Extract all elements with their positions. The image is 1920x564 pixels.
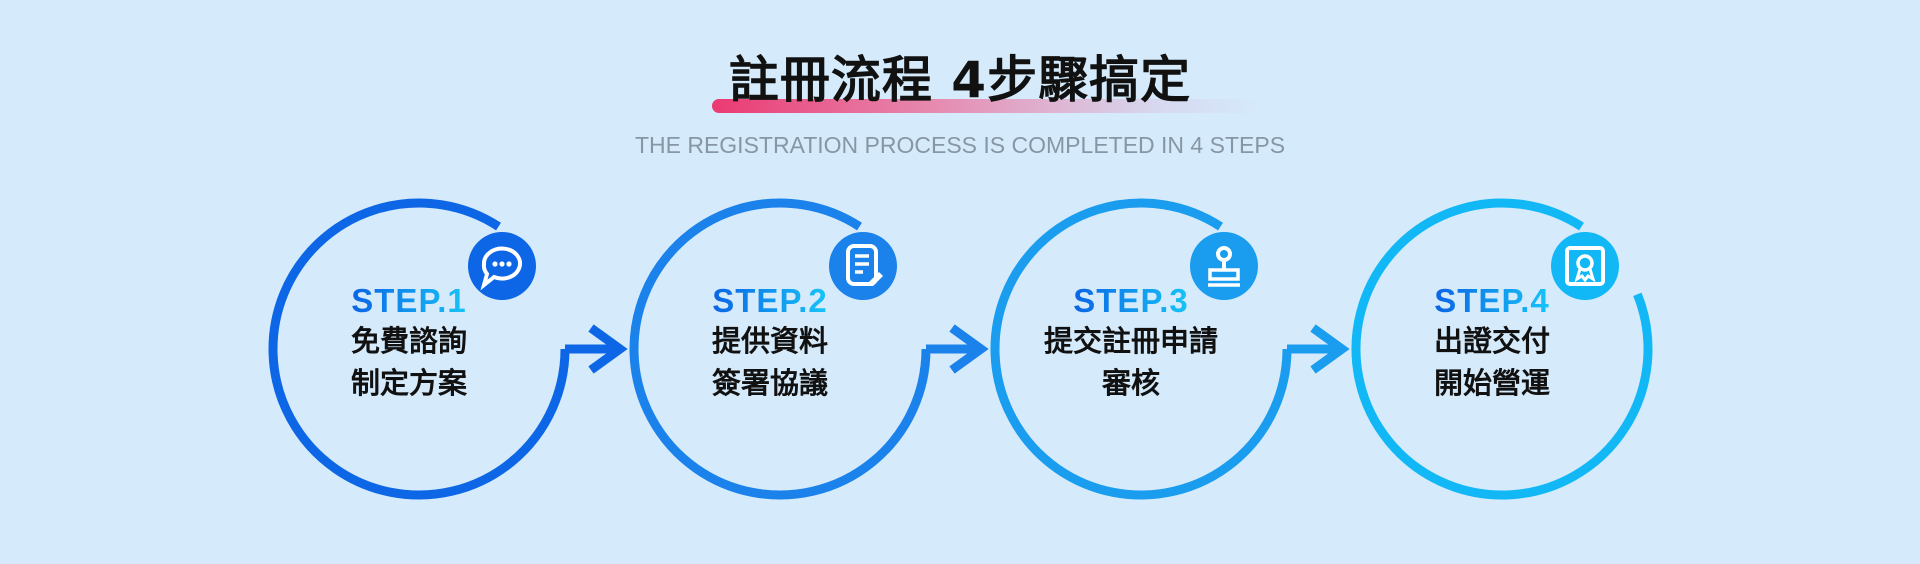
- step-label: STEP.1: [351, 282, 467, 319]
- chat-bubble-icon: [468, 232, 536, 300]
- step-4-graphic: [1351, 198, 1653, 500]
- step-description-line: 提供資料: [711, 324, 828, 358]
- step-2-graphic: [629, 198, 989, 500]
- step-description-line: 免費諮詢: [350, 324, 467, 358]
- step-2: STEP.2 提供資料簽署協議: [640, 282, 900, 404]
- stamp-icon: [1190, 232, 1258, 300]
- arrow-right-icon: [926, 324, 989, 374]
- step-description-line: 提交註冊申請: [1043, 324, 1218, 358]
- step-circle-arc: [1351, 198, 1653, 500]
- step-description-line: 制定方案: [350, 366, 467, 400]
- document-edit-icon: [829, 232, 897, 300]
- arrow-right-icon: [1287, 324, 1350, 374]
- step-description-line: 審核: [1101, 366, 1160, 400]
- certificate-icon: [1551, 232, 1619, 300]
- step-description-line: 簽署協議: [711, 366, 828, 400]
- step-1-graphic: [268, 198, 628, 500]
- step-label: STEP.3: [1073, 282, 1189, 319]
- step-circle-arc: [268, 198, 570, 500]
- step-4: STEP.4 出證交付開始營運: [1362, 282, 1622, 404]
- step-3: STEP.3 提交註冊申請審核: [1001, 282, 1261, 404]
- title-underline: [712, 99, 1267, 113]
- step-1: STEP.1 免費諮詢制定方案: [279, 282, 539, 404]
- step-label: STEP.4: [1434, 282, 1550, 319]
- step-circle-arc: [629, 198, 931, 500]
- step-circle-arc: [990, 198, 1292, 500]
- page-subtitle: THE REGISTRATION PROCESS IS COMPLETED IN…: [634, 132, 1286, 158]
- arrow-right-icon: [565, 324, 628, 374]
- step-description-line: 開始營運: [1433, 366, 1550, 400]
- page-title: 註冊流程 4步驟搞定: [728, 51, 1192, 109]
- step-description-line: 出證交付: [1433, 324, 1550, 358]
- step-3-graphic: [990, 198, 1350, 500]
- step-label: STEP.2: [712, 282, 828, 319]
